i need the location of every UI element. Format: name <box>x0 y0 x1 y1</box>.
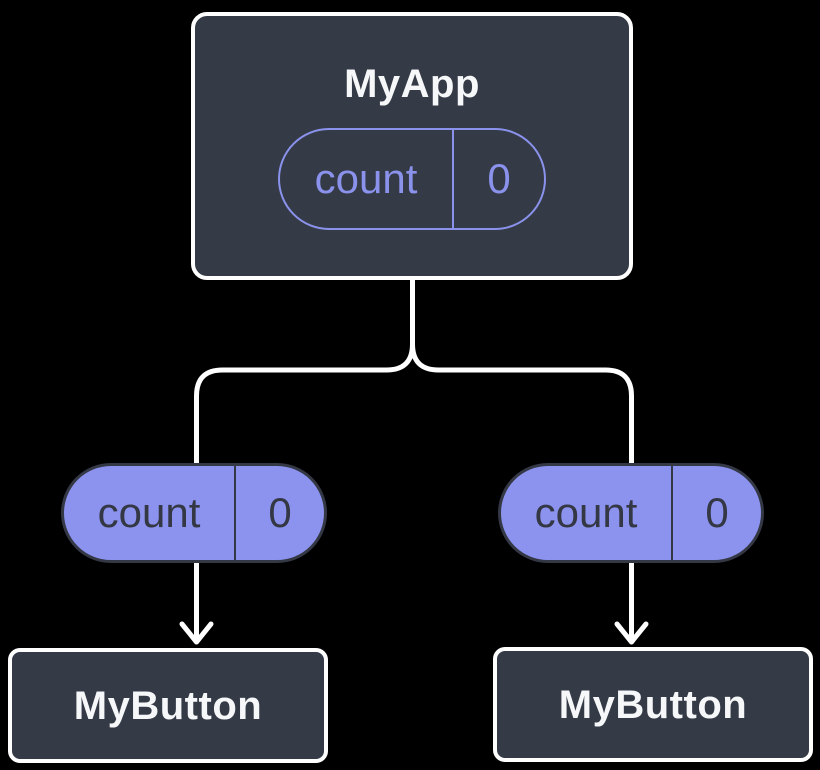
app-node-title: MyApp <box>344 62 480 106</box>
prop-pill-right-name: count <box>501 466 673 560</box>
button-node-right-title: MyButton <box>558 682 748 727</box>
prop-pill-right: count 0 <box>498 463 764 563</box>
state-pill-name: count <box>280 130 454 228</box>
button-node-left: MyButton <box>8 648 328 763</box>
state-pill-value: 0 <box>487 155 511 202</box>
state-pill: count 0 <box>278 128 546 230</box>
branch-line-right <box>410 276 634 639</box>
arrowhead-left <box>179 621 214 645</box>
prop-pill-left-name: count <box>64 466 236 560</box>
branch-line-left <box>194 276 415 639</box>
arrowhead-right <box>614 621 649 645</box>
prop-pill-left-value: 0 <box>268 489 292 536</box>
prop-pill-left: count 0 <box>61 463 327 563</box>
prop-pill-right-value: 0 <box>705 489 729 536</box>
button-node-right: MyButton <box>493 647 813 762</box>
button-node-left-title: MyButton <box>73 683 263 728</box>
app-node: MyApp count 0 <box>191 12 633 280</box>
